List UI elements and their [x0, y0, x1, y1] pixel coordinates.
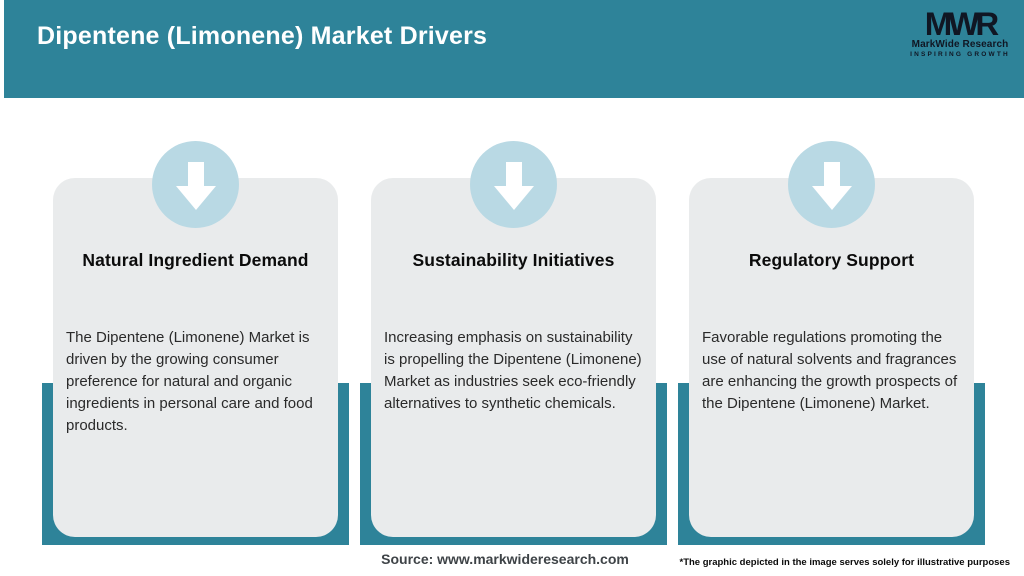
disclaimer-text: *The graphic depicted in the image serve… [679, 557, 1011, 568]
card-heading: Sustainability Initiatives [412, 250, 615, 270]
logo-tagline: INSPIRING GROWTH [910, 51, 1010, 58]
circle-badge [470, 141, 557, 228]
driver-card-natural-ingredient-demand: Natural Ingredient Demand The Dipentene … [53, 178, 338, 537]
markwide-research-logo: MWR MarkWide Research INSPIRING GROWTH [904, 7, 1016, 58]
card-heading: Natural Ingredient Demand [82, 250, 309, 270]
circle-badge [152, 141, 239, 228]
header-bar: Dipentene (Limonene) Market Drivers MWR … [4, 0, 1024, 98]
card-body-text: The Dipentene (Limonene) Market is drive… [66, 329, 313, 434]
card-body-text: Favorable regulations promoting the use … [702, 329, 958, 412]
logo-acronym: MWR [924, 5, 999, 42]
circle-badge [788, 141, 875, 228]
driver-card-sustainability-initiatives: Sustainability Initiatives Increasing em… [371, 178, 656, 537]
down-arrow-icon [175, 161, 216, 210]
driver-card-regulatory-support: Regulatory Support Favorable regulations… [689, 178, 974, 537]
down-arrow-icon [493, 161, 534, 210]
logo-name: MarkWide Research [911, 39, 1009, 50]
card-heading: Regulatory Support [748, 250, 915, 270]
page-title: Dipentene (Limonene) Market Drivers [37, 22, 488, 50]
down-arrow-icon [811, 161, 852, 210]
card-body-text: Increasing emphasis on sustainability is… [384, 329, 642, 412]
source-text: Source: www.markwideresearch.com [381, 551, 629, 567]
